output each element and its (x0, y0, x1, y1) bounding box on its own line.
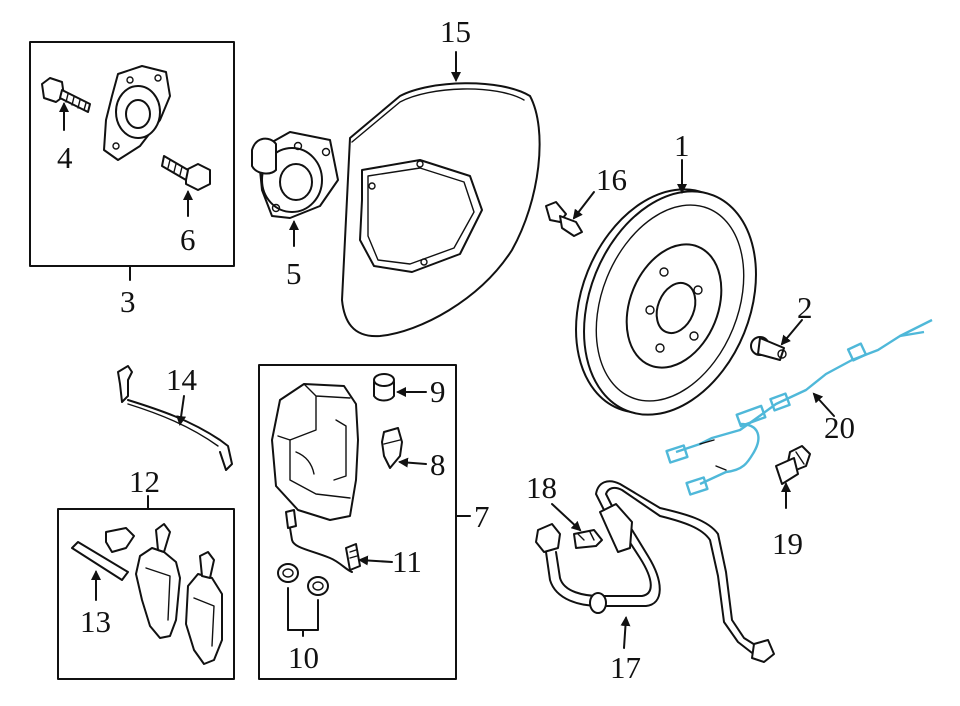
brake-pad-inner (135, 523, 181, 639)
pad-shim-part-13 (71, 541, 129, 581)
caliper-part-7 (271, 383, 359, 521)
caliper-kit-box (258, 364, 457, 680)
pad-clip (105, 527, 135, 553)
callout-12: 12 (129, 464, 160, 499)
pad-kit-box (57, 508, 235, 680)
wear-indicator-part-14 (117, 365, 233, 471)
callout-15: 15 (440, 14, 471, 49)
callout-1: 1 (674, 128, 690, 163)
callout-14: 14 (166, 362, 198, 397)
washers-part-10 (277, 563, 329, 637)
callout-17: 17 (610, 650, 641, 685)
callout-20: 20 (824, 410, 855, 445)
hub-kit-box (29, 41, 235, 267)
brake-line-part-11 (285, 509, 361, 573)
callout-11: 11 (392, 544, 422, 579)
dust-shield-part-15 (341, 82, 541, 338)
guide-pin-part-8 (381, 427, 403, 469)
callout-3: 3 (120, 284, 136, 319)
callout-6: 6 (180, 222, 196, 257)
brake-hose-part-17 (535, 480, 775, 663)
brake-pad-outer (185, 551, 223, 665)
wheel-bearing-part-5 (251, 131, 339, 219)
hose-clip-part-18 (573, 529, 603, 549)
hub-flange (103, 65, 171, 161)
callout-10: 10 (288, 640, 319, 675)
callout-8: 8 (430, 447, 446, 482)
rotor-screw-part-2 (750, 336, 787, 361)
callout-13: 13 (80, 604, 111, 639)
callout-19: 19 (772, 526, 803, 561)
callout-18: 18 (526, 470, 557, 505)
speed-sensor-part-19 (775, 445, 811, 485)
callout-16: 16 (596, 162, 627, 197)
bleeder-cap-part-9 (373, 373, 395, 402)
bolt-part-16 (545, 201, 583, 237)
bolt-part-4 (41, 77, 91, 113)
leader-lines (59, 51, 835, 649)
brake-rotor-part-1 (575, 188, 757, 416)
callout-2: 2 (797, 290, 813, 325)
callout-7: 7 (474, 499, 490, 534)
callout-4: 4 (57, 140, 73, 175)
callout-9: 9 (430, 374, 446, 409)
callout-5: 5 (286, 256, 302, 291)
wear-sensor-harness-part-20 (665, 318, 933, 496)
bolt-part-6 (161, 155, 211, 191)
